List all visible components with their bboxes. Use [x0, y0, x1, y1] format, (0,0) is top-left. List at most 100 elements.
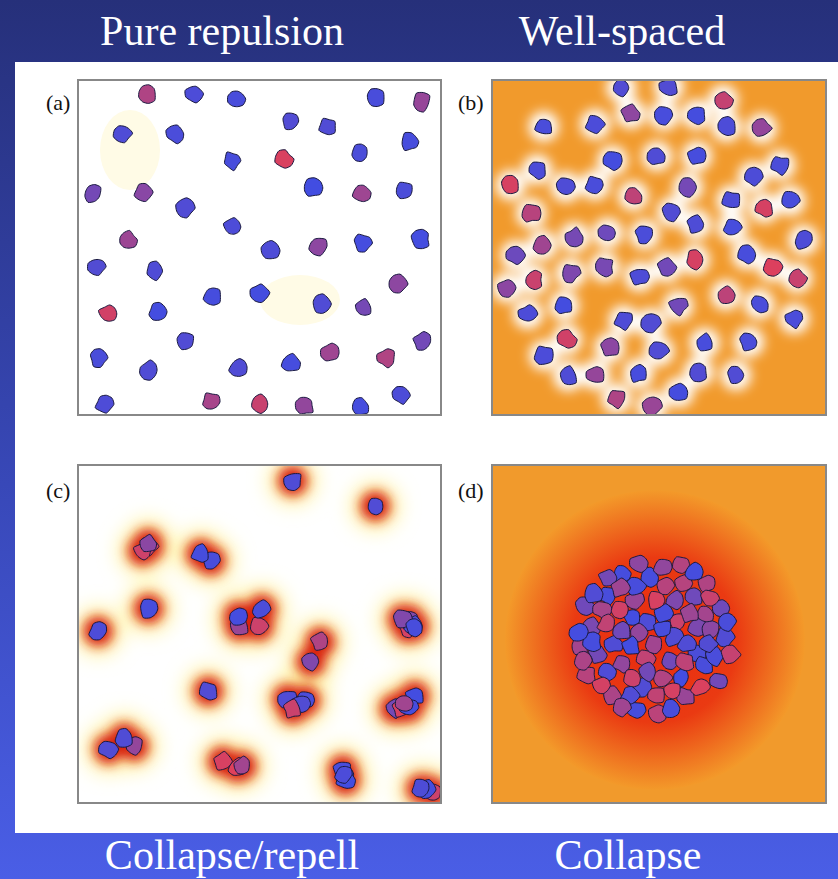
cell — [662, 699, 679, 717]
cell — [414, 92, 430, 112]
cell — [203, 288, 220, 305]
cell — [284, 474, 301, 491]
cell — [647, 148, 665, 164]
panel-letter: (d) — [458, 480, 484, 502]
cell — [392, 386, 410, 404]
cell — [763, 258, 782, 276]
cell — [557, 330, 577, 349]
cell — [413, 332, 431, 351]
cell — [99, 741, 119, 758]
cell — [396, 182, 412, 198]
footer-label: Collapse/repell — [105, 834, 359, 876]
cell — [526, 270, 542, 289]
cell — [718, 286, 735, 304]
cell — [518, 305, 538, 321]
cell — [614, 312, 632, 330]
cell — [115, 729, 132, 748]
cell — [98, 305, 116, 321]
cell — [679, 178, 696, 198]
cell — [718, 117, 735, 136]
cell — [611, 601, 628, 618]
cell — [565, 227, 583, 247]
cell — [669, 383, 688, 400]
cell — [319, 118, 335, 134]
cell — [721, 645, 741, 663]
cell — [498, 280, 516, 298]
cell — [309, 238, 327, 256]
cell — [642, 397, 662, 415]
cell — [685, 562, 703, 580]
cell — [147, 261, 163, 280]
cell — [752, 119, 772, 137]
cell — [203, 393, 220, 409]
cell — [785, 310, 803, 328]
cell — [597, 614, 614, 632]
cell — [639, 662, 655, 682]
cell — [311, 632, 328, 650]
cell — [719, 613, 737, 631]
cell — [395, 696, 413, 711]
cell — [533, 235, 551, 254]
panel-d — [492, 465, 826, 803]
cell — [662, 203, 680, 222]
cell — [586, 367, 604, 383]
cell — [664, 683, 680, 699]
header-label: Well-spaced — [519, 10, 726, 52]
cell — [87, 259, 106, 275]
cell — [630, 555, 649, 572]
cell — [575, 651, 593, 670]
cell — [295, 397, 313, 414]
cell — [654, 559, 673, 575]
cell — [89, 622, 107, 640]
cell — [613, 698, 631, 717]
cell — [755, 199, 772, 217]
cell — [771, 157, 789, 176]
cell — [529, 162, 545, 179]
cell — [320, 343, 339, 361]
cell — [611, 578, 630, 597]
cell — [655, 107, 673, 125]
panel-letter: (a) — [46, 92, 70, 114]
cell — [141, 599, 158, 618]
cell — [275, 150, 294, 168]
cell — [688, 147, 706, 164]
cell — [250, 284, 270, 303]
cell — [411, 229, 429, 248]
cell — [613, 80, 628, 97]
cell — [283, 113, 299, 130]
cell — [690, 363, 707, 382]
cell — [90, 349, 108, 368]
cell — [355, 299, 370, 316]
cell — [113, 126, 132, 143]
cell — [534, 346, 553, 364]
cell — [657, 258, 676, 276]
halo — [492, 80, 818, 415]
cell — [506, 246, 526, 264]
cell — [85, 185, 101, 203]
cell — [630, 269, 650, 284]
cell — [648, 688, 665, 703]
cell — [304, 178, 322, 196]
cell — [635, 226, 652, 244]
cell — [234, 756, 249, 774]
cell — [740, 333, 757, 351]
cell — [603, 152, 622, 171]
cell — [177, 333, 194, 350]
cell — [677, 635, 696, 651]
cell — [535, 119, 552, 133]
slide-panel — [15, 62, 838, 833]
cell — [406, 619, 422, 637]
cell — [592, 677, 610, 694]
cell — [95, 395, 114, 413]
cell — [659, 80, 677, 96]
cell — [176, 198, 195, 218]
cell — [166, 125, 184, 144]
cell — [281, 353, 300, 370]
cell — [701, 590, 720, 606]
cell — [412, 779, 429, 797]
cell — [402, 132, 419, 150]
cell — [335, 766, 352, 783]
cell — [715, 92, 734, 109]
cell — [654, 621, 671, 636]
cell — [654, 604, 673, 623]
